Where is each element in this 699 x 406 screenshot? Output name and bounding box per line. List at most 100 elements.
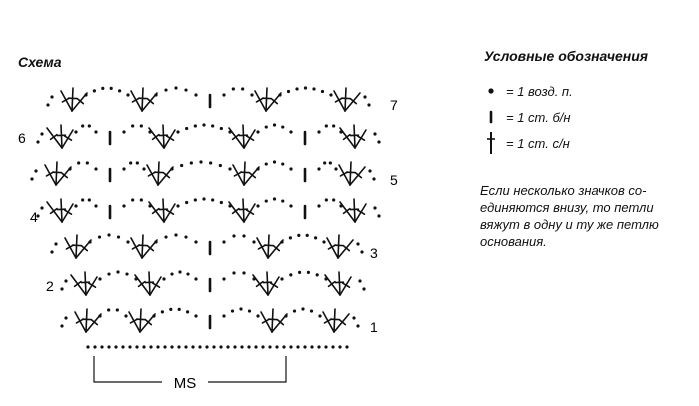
chain-dot bbox=[289, 236, 292, 239]
repeat-label: MS bbox=[174, 375, 197, 392]
chain-dot bbox=[323, 161, 326, 164]
chain-dot bbox=[205, 345, 208, 348]
double-crochet-stitch bbox=[47, 128, 62, 148]
double-crochet-stitch bbox=[142, 93, 157, 111]
chain-dot bbox=[194, 314, 197, 317]
chain-dot bbox=[122, 167, 125, 170]
chain-dot bbox=[211, 198, 214, 201]
chain-dot bbox=[338, 345, 341, 348]
chain-dot bbox=[222, 314, 225, 317]
double-crochet-stitch bbox=[142, 240, 157, 258]
double-crochet-stitch bbox=[142, 235, 143, 258]
chain-dot bbox=[178, 270, 181, 273]
chain-dot bbox=[281, 125, 284, 128]
chain-dot bbox=[54, 242, 57, 245]
chain-dot bbox=[261, 345, 264, 348]
chain-dot bbox=[140, 124, 143, 127]
chain-dot bbox=[222, 277, 225, 280]
chain-dot bbox=[86, 345, 89, 348]
double-crochet-stitch bbox=[325, 275, 340, 295]
chain-dot bbox=[156, 345, 159, 348]
chain-dot bbox=[64, 316, 67, 319]
chain-dot bbox=[219, 164, 222, 167]
chain-dot bbox=[184, 88, 187, 91]
double-crochet-stitch bbox=[135, 275, 150, 295]
chain-dot bbox=[114, 345, 117, 348]
chain-dot bbox=[36, 140, 39, 143]
double-crochet-stitch bbox=[266, 93, 281, 111]
chain-dot bbox=[174, 86, 177, 89]
double-crochet-stitch bbox=[253, 275, 268, 295]
chain-dot bbox=[317, 345, 320, 348]
legend-note-line: основания. bbox=[480, 233, 685, 250]
chain-dot bbox=[352, 316, 355, 319]
chain-dot bbox=[202, 197, 205, 200]
chain-dot bbox=[289, 345, 292, 348]
chain-dot bbox=[107, 272, 110, 275]
double-crochet-stitch bbox=[76, 240, 91, 258]
single-crochet-stitches bbox=[110, 95, 305, 328]
chain-dot bbox=[265, 199, 268, 202]
chain-dot bbox=[40, 206, 43, 209]
double-crochet-stitch bbox=[355, 130, 366, 148]
chain-dot bbox=[298, 271, 301, 274]
chain-dot bbox=[93, 89, 96, 92]
chain-stitches bbox=[30, 86, 380, 348]
chain-dot bbox=[282, 345, 285, 348]
row-number-7: 7 bbox=[390, 97, 398, 113]
chain-dot bbox=[332, 198, 335, 201]
double-crochet-stitch bbox=[268, 277, 279, 295]
chain-dot bbox=[74, 204, 77, 207]
chain-dot-icon bbox=[480, 86, 502, 96]
crochet-chart-svg: MS 1 2 3 4 5 6 7 bbox=[0, 0, 460, 401]
row-number-6: 6 bbox=[18, 130, 26, 146]
chain-dot bbox=[131, 198, 134, 201]
chain-dot bbox=[289, 204, 292, 207]
chain-dot bbox=[126, 240, 129, 243]
double-crochet-stitch bbox=[72, 88, 73, 111]
double-crochet-stitch bbox=[345, 93, 360, 111]
chain-dot bbox=[30, 177, 33, 180]
chain-dot bbox=[140, 198, 143, 201]
chain-dot bbox=[242, 234, 245, 237]
chain-dot bbox=[356, 242, 359, 245]
double-crochet-stitch bbox=[71, 275, 86, 295]
chain-dot bbox=[46, 103, 49, 106]
chain-dot bbox=[125, 272, 128, 275]
chain-dot bbox=[321, 90, 324, 93]
double-crochet-stitch bbox=[354, 199, 355, 222]
chain-dot bbox=[135, 345, 138, 348]
legend-note-line: Если несколько значков со- bbox=[480, 182, 685, 199]
chain-dot bbox=[256, 204, 259, 207]
chain-dot bbox=[194, 240, 197, 243]
chain-dot bbox=[178, 308, 181, 311]
chain-dot bbox=[86, 161, 89, 164]
chain-dot bbox=[40, 132, 43, 135]
double-crochet-stitch bbox=[76, 235, 77, 258]
chain-dot bbox=[191, 345, 194, 348]
chain-dot bbox=[117, 235, 120, 238]
chain-dot bbox=[265, 162, 268, 165]
chain-dot bbox=[142, 167, 145, 170]
chain-dot bbox=[325, 124, 328, 127]
double-crochet-stitch bbox=[61, 125, 62, 148]
chain-dot bbox=[136, 161, 139, 164]
chain-dot bbox=[163, 345, 166, 348]
chain-dot bbox=[316, 273, 319, 276]
chain-dot bbox=[332, 124, 335, 127]
chain-dot bbox=[116, 308, 119, 311]
double-crochet-stitch bbox=[268, 235, 269, 258]
chain-dot bbox=[209, 161, 212, 164]
chain-dot bbox=[194, 198, 197, 201]
chain-dot bbox=[131, 124, 134, 127]
chain-dot bbox=[377, 214, 380, 217]
chain-dot bbox=[360, 250, 363, 253]
chain-dot bbox=[356, 324, 359, 327]
chain-dot bbox=[289, 167, 292, 170]
chain-dot bbox=[93, 345, 96, 348]
chain-dot bbox=[107, 233, 110, 236]
chain-dot bbox=[121, 345, 124, 348]
legend-item-label: = 1 ст. с/н bbox=[506, 136, 570, 151]
chain-dot bbox=[362, 287, 365, 290]
double-crochet-stitch bbox=[243, 199, 244, 222]
